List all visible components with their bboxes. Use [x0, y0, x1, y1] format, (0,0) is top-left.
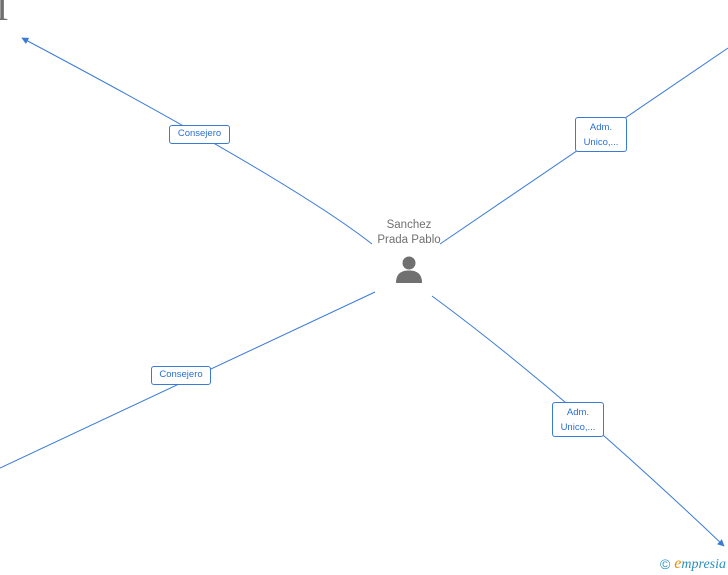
edge-label-text: Adm. — [566, 407, 590, 418]
edge-line-consejero-top — [21, 37, 373, 245]
edge-label-text: Consejero — [159, 369, 203, 380]
edge-label-adm-unico-top[interactable]: Adm. Unico,... — [575, 117, 627, 152]
copyright-icon: © — [659, 556, 671, 572]
edge-label-adm-unico-bottom[interactable]: Adm. Unico,... — [552, 402, 604, 437]
center-person-node[interactable]: Sanchez Prada Pablo — [360, 218, 458, 284]
person-icon — [396, 256, 422, 283]
person-name: Sanchez Prada Pablo — [377, 219, 441, 246]
edge-label-text: Adm. — [589, 122, 613, 133]
edge-label-consejero-bottom[interactable]: Consejero — [151, 366, 211, 385]
brand-logo: empresia — [674, 555, 726, 572]
edge-label-text: Consejero — [177, 128, 222, 139]
edge-label-text: Unico,... — [560, 422, 596, 433]
edge-label-text: Unico,... — [583, 137, 619, 148]
edge-label-consejero-top[interactable]: Consejero — [169, 125, 230, 144]
empresia-watermark: © empresia — [660, 556, 726, 572]
cutoff-node-fragment: l — [0, 0, 9, 30]
